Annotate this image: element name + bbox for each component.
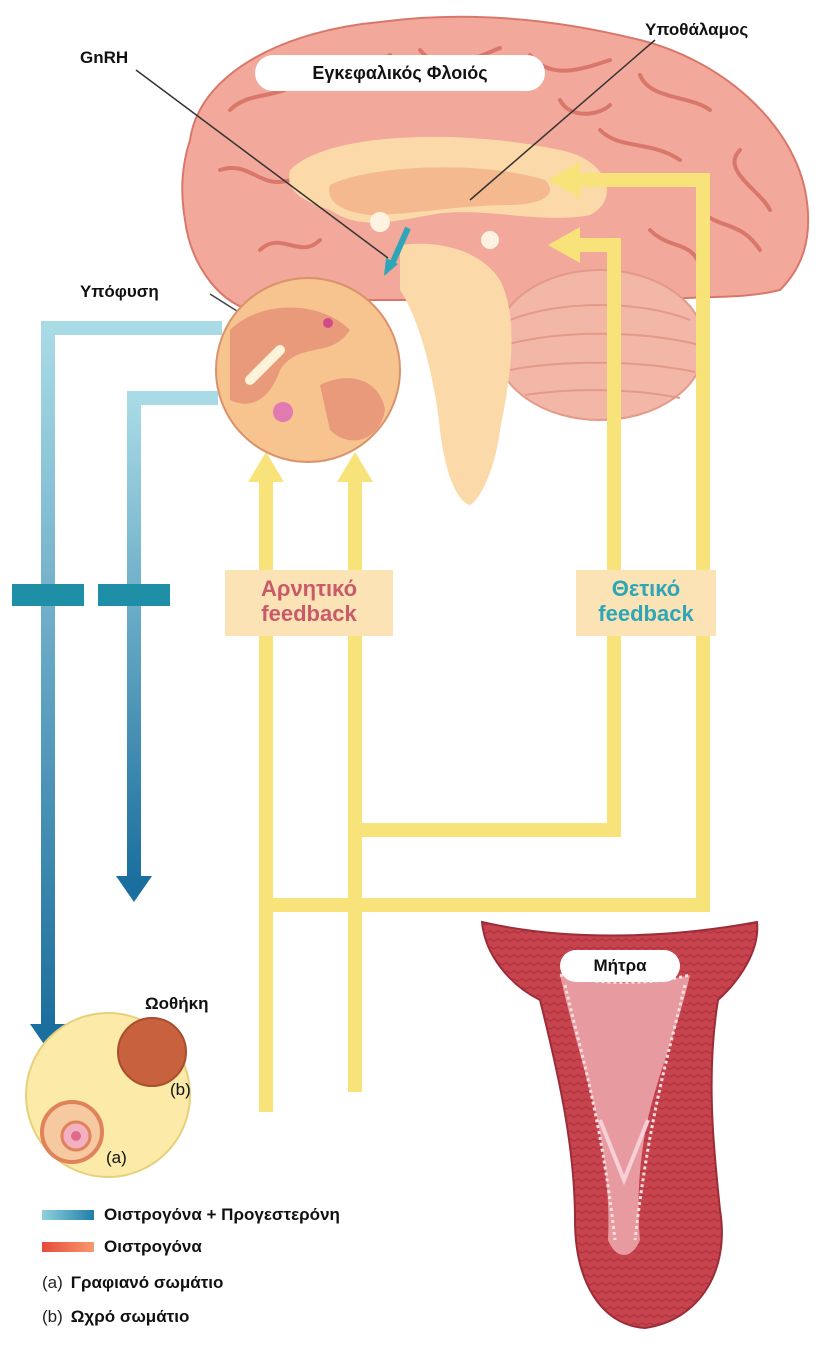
legend-key-b: (b) Ωχρό σωμάτιο [42, 1306, 189, 1328]
legend-swatch-teal [42, 1210, 94, 1220]
brain-stem [400, 244, 512, 505]
teal-blocks [12, 584, 170, 606]
legend-item-estrogen: Οιστρογόνα [104, 1236, 202, 1258]
uterus-label: Μήτρα [560, 950, 680, 982]
legend-key-a-text: Γραφιανό σωμάτιο [71, 1273, 224, 1293]
legend-key-b-text: Ωχρό σωμάτιο [71, 1307, 190, 1327]
corpus-luteum-marker: (b) [170, 1080, 191, 1100]
negative-feedback-line1: Αρνητικό [225, 576, 393, 601]
legend-key-a: (a) Γραφιανό σωμάτιο [42, 1272, 223, 1294]
legend-item-estrogen-progesterone: Οιστρογόνα + Προγεστερόνη [104, 1204, 340, 1226]
legend-label-estrogen: Οιστρογόνα [104, 1237, 202, 1257]
positive-feedback-line2: feedback [576, 601, 716, 626]
legend-key-b-marker: (b) [42, 1307, 63, 1327]
legend-label-estrogen-progesterone: Οιστρογόνα + Προγεστερόνη [104, 1205, 340, 1225]
legend-swatch-orange [42, 1242, 94, 1252]
ovary-label: Ωοθήκη [145, 994, 208, 1014]
graafian-follicle-marker: (a) [106, 1148, 127, 1168]
negative-feedback-box: Αρνητικό feedback [225, 570, 393, 636]
pituitary-label: Υπόφυση [80, 282, 159, 302]
cortex-label: Εγκεφαλικός Φλοιός [255, 55, 545, 91]
positive-feedback-box: Θετικό feedback [576, 570, 716, 636]
legend-key-a-marker: (a) [42, 1273, 63, 1293]
negative-feedback-line2: feedback [225, 601, 393, 626]
positive-feedback-line1: Θετικό [576, 576, 716, 601]
hypothalamus-label: Υποθάλαμος [645, 20, 748, 40]
gnrh-label: GnRH [80, 48, 128, 68]
